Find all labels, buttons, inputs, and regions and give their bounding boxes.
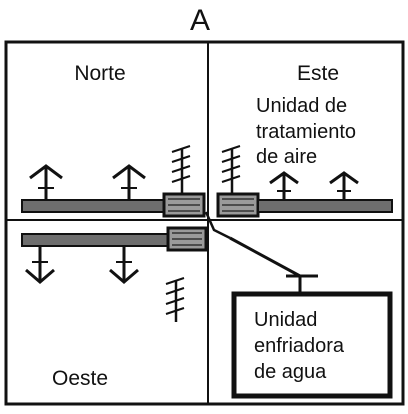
supply-diffuser-east-2 (329, 171, 359, 200)
return-grille-north (171, 145, 191, 194)
ahu-label-line-1: Unidad de (256, 95, 347, 117)
return-grille-west (165, 277, 185, 322)
water-chiller-box (231, 291, 393, 399)
supply-diffuser-north-1 (29, 164, 63, 200)
north-duct (21, 192, 206, 218)
water-chiller-label: Unidad enfriadora de agua (254, 309, 345, 383)
figure-title: A (190, 4, 210, 37)
east-duct (216, 192, 393, 218)
west-label: Oeste (52, 367, 108, 390)
chiller-label-line-2: enfriadora (254, 335, 345, 357)
supply-diffuser-west-2 (109, 246, 139, 284)
supply-diffuser-east-1 (269, 171, 299, 200)
ahu-label-line-2: tratamiento (256, 121, 356, 143)
chiller-label-line-1: Unidad (254, 309, 317, 331)
north-label: Norte (74, 62, 125, 85)
west-duct (21, 226, 208, 252)
east-label: Este (297, 62, 339, 85)
ahu-label-line-3: de aire (256, 146, 317, 168)
return-grille-east (221, 145, 241, 194)
air-handling-unit-label: Unidad de tratamiento de aire (256, 95, 356, 168)
supply-diffuser-north-2 (112, 164, 146, 200)
chilled-water-piping (204, 211, 318, 294)
chiller-label-line-3: de agua (254, 361, 327, 383)
building-outline (4, 40, 405, 406)
supply-diffuser-west-1 (25, 246, 55, 284)
